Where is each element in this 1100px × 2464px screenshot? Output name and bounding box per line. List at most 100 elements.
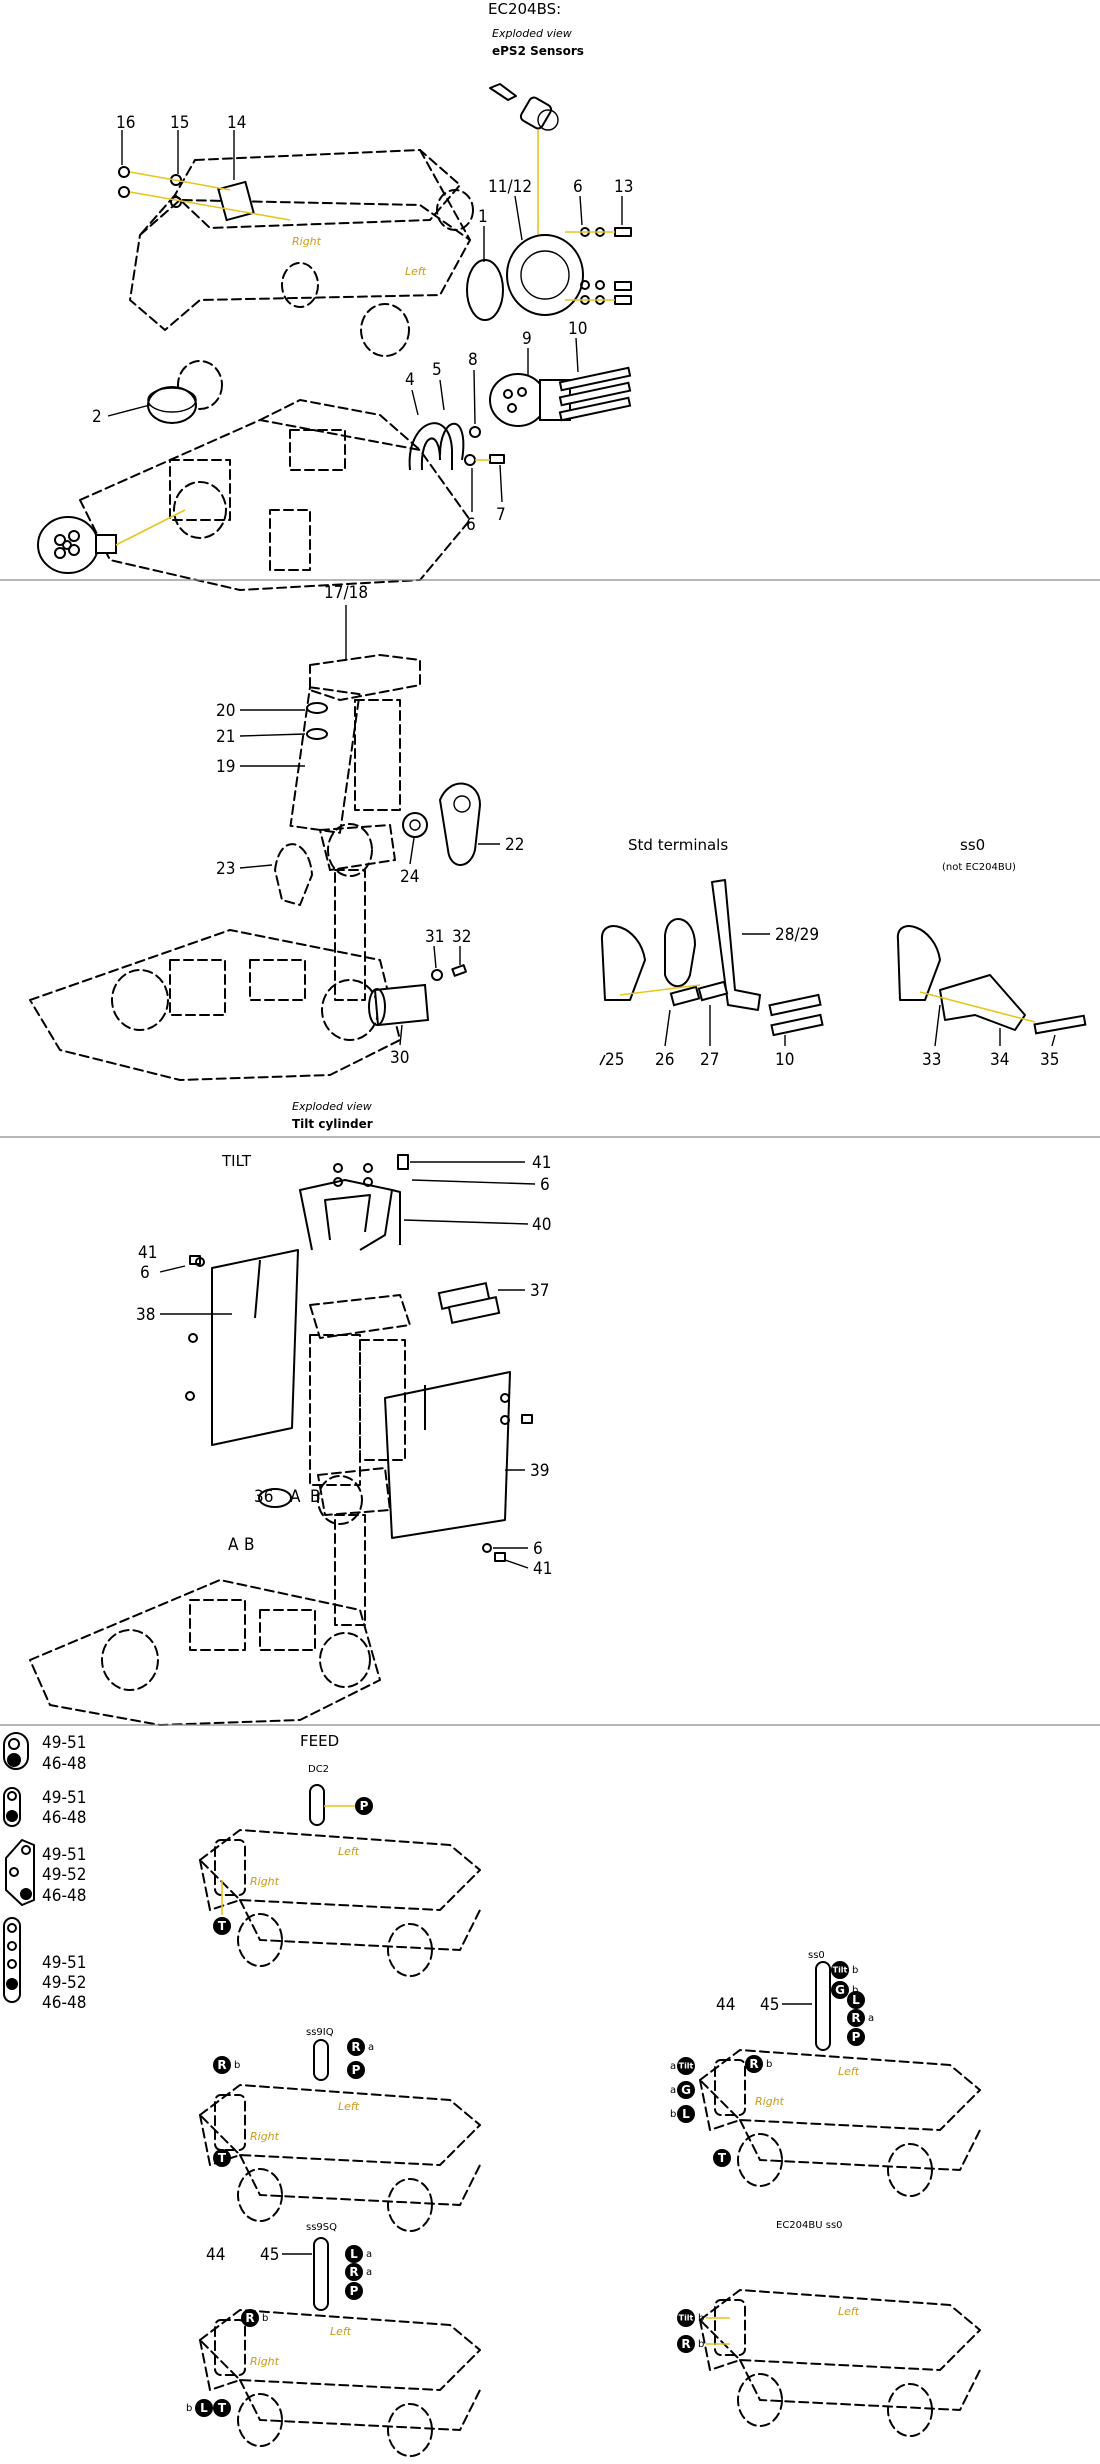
- legend-1-top: 49-51: [42, 1733, 86, 1753]
- svg-text:R: R: [349, 2265, 358, 2279]
- badge-r-left-ss9sq: R: [241, 2309, 259, 2327]
- badge-l-left-ss9sq: L: [195, 2399, 213, 2417]
- sub-a-tilt-left-ss0: a: [670, 2061, 676, 2072]
- ss0-note: (not EC204BU): [942, 862, 1016, 873]
- callout-4: 4: [405, 370, 415, 390]
- feed-title: FEED: [300, 1732, 339, 1750]
- svg-text:R: R: [217, 2058, 226, 2072]
- callout-39: 39: [530, 1461, 549, 1481]
- sub-b-ss9iq: b: [234, 2060, 240, 2071]
- sub-a-l-ss9sq: a: [366, 2249, 372, 2260]
- tag-left-ss9iq: Left: [338, 2100, 360, 2113]
- tag-left-ec204bu: Left: [838, 2305, 860, 2318]
- section2-callouts: 17/18 20 21 19 22 23 24 31 32 30 Explode…: [216, 583, 524, 1131]
- tilt-guard-assembly: [211, 1179, 511, 1626]
- badge-g-ss0: G: [831, 1981, 849, 1999]
- callout-27: 27: [700, 1050, 719, 1070]
- port-legend: 49-51 46-48 49-51 46-48 49-51 49-52 46-4…: [3, 1732, 86, 2013]
- side-tag-right: Right: [292, 235, 322, 248]
- badge-tilt-ss0: Tilt: [831, 1961, 849, 1979]
- section2-parts: [274, 702, 481, 1027]
- variant-ss9iq-title: ss9IQ: [306, 2027, 334, 2038]
- callout-41-top: 41: [532, 1153, 551, 1173]
- section1-callouts: 16 15 14 11/12 6 13 1 2 9 10 8 4 5 6 7: [92, 113, 633, 535]
- svg-text:L: L: [350, 2247, 358, 2261]
- legend-1-bottom: 46-48: [42, 1754, 86, 1774]
- sub-a-ss9iq: a: [368, 2042, 374, 2053]
- tag-left-ss0: Left: [838, 2065, 860, 2078]
- callout-31: 31: [425, 927, 444, 947]
- legend-3-bottom: 46-48: [42, 1886, 86, 1906]
- sub-b-r-ec204bu: b: [698, 2339, 704, 2350]
- sub-b-lt-ss9sq: b: [186, 2403, 192, 2414]
- svg-text:R: R: [749, 2057, 758, 2071]
- callout-20: 20: [216, 701, 235, 721]
- section-tilt: TILT: [29, 1152, 552, 1726]
- badge-t-ss9sq: T: [213, 2399, 231, 2417]
- model-label: EC204BS:: [488, 0, 561, 18]
- tag-right-ss0: Right: [755, 2095, 785, 2108]
- feed-variant-ss9iq: ss9IQ R a P R b T Left Right: [199, 2027, 481, 2232]
- side-tag-left: Left: [405, 265, 427, 278]
- variant-ss9sq-title: ss9SQ: [306, 2222, 337, 2233]
- callout-37: 37: [530, 1281, 549, 1301]
- sensor-plug-icon: [489, 83, 559, 245]
- svg-text:R: R: [681, 2337, 690, 2351]
- callout-36: 36: [254, 1487, 273, 1507]
- callout-10: 10: [568, 319, 587, 339]
- section-tilt-cylinder: 17/18 20 21 19 22 23 24 31 32 30 Explode…: [29, 583, 1087, 1131]
- tag-right-ss9iq: Right: [250, 2130, 280, 2143]
- section3-callouts: 41 6 40 41 6 38 37 36 A B 39 6 41 A B: [136, 1153, 552, 1579]
- badge-l-ss0: L: [847, 1991, 865, 2009]
- callout-10-std: 10: [775, 1050, 794, 1070]
- callout-32: 32: [452, 927, 471, 947]
- callout-7: 7: [496, 505, 506, 525]
- callout-40: 40: [532, 1215, 551, 1235]
- svg-text:L: L: [852, 1993, 860, 2007]
- sub-b-tilt-ec204bu: b: [698, 2313, 704, 2324]
- subject-label: ePS2 Sensors: [492, 44, 584, 58]
- port-a-upper: A: [290, 1487, 301, 1507]
- svg-text:P: P: [360, 1799, 369, 1813]
- legend-4-bottom: 46-48: [42, 1993, 86, 2013]
- std-terminals-title: Std terminals: [628, 836, 728, 854]
- legend-2-top: 49-51: [42, 1788, 86, 1808]
- sub-b-r-left-ss0: b: [766, 2059, 772, 2070]
- badge-t-ss9iq: T: [213, 2149, 231, 2167]
- callout-14: 14: [227, 113, 246, 133]
- callout-45-ss9sq: 45: [260, 2245, 279, 2265]
- callout-17-18: 17/18: [324, 583, 368, 603]
- callout-19: 19: [216, 757, 235, 777]
- feed-variant-ss0: ss0 Tilt b G b L R a P 44 45 Tilt a G a …: [670, 1950, 981, 2197]
- callout-11-12: 11/12: [488, 177, 532, 197]
- callout-6-bottom: 6: [466, 515, 476, 535]
- callout-33: 33: [922, 1050, 941, 1070]
- callout-6-top-tilt: 6: [540, 1175, 550, 1195]
- port-a-lower: A: [228, 1535, 239, 1555]
- callout-30: 30: [390, 1048, 409, 1068]
- legend-3-top: 49-51: [42, 1845, 86, 1865]
- svg-text:T: T: [218, 2401, 227, 2415]
- callout-5: 5: [432, 360, 442, 380]
- port-b-lower: B: [244, 1535, 255, 1555]
- legend-3-middle: 49-52: [42, 1865, 86, 1885]
- svg-text:R: R: [851, 2011, 860, 2025]
- rotator-bracket: Right Left: [129, 149, 474, 410]
- tilt-cylinder: [289, 654, 421, 1001]
- callout-44-ss9sq: 44: [206, 2245, 225, 2265]
- tag-left-ss9sq: Left: [330, 2325, 352, 2338]
- tag-right-ss9sq: Right: [250, 2355, 280, 2368]
- legend-2-bottom: 46-48: [42, 1808, 86, 1828]
- badge-l-ss9sq: L: [345, 2245, 363, 2263]
- badge-tilt-ec204bu: Tilt: [677, 2309, 695, 2327]
- section-feed: FEED 49-51 46-48 49-51 46-48 49-51 49-52…: [3, 1732, 981, 2457]
- callout-8: 8: [468, 350, 478, 370]
- badge-t-dc2: T: [213, 1917, 231, 1935]
- badge-p-ss9sq: P: [345, 2282, 363, 2300]
- svg-text:P: P: [852, 2030, 861, 2044]
- tilt-title: TILT: [221, 1152, 252, 1170]
- svg-text:P: P: [352, 2063, 361, 2077]
- callout-6-top: 6: [573, 177, 583, 197]
